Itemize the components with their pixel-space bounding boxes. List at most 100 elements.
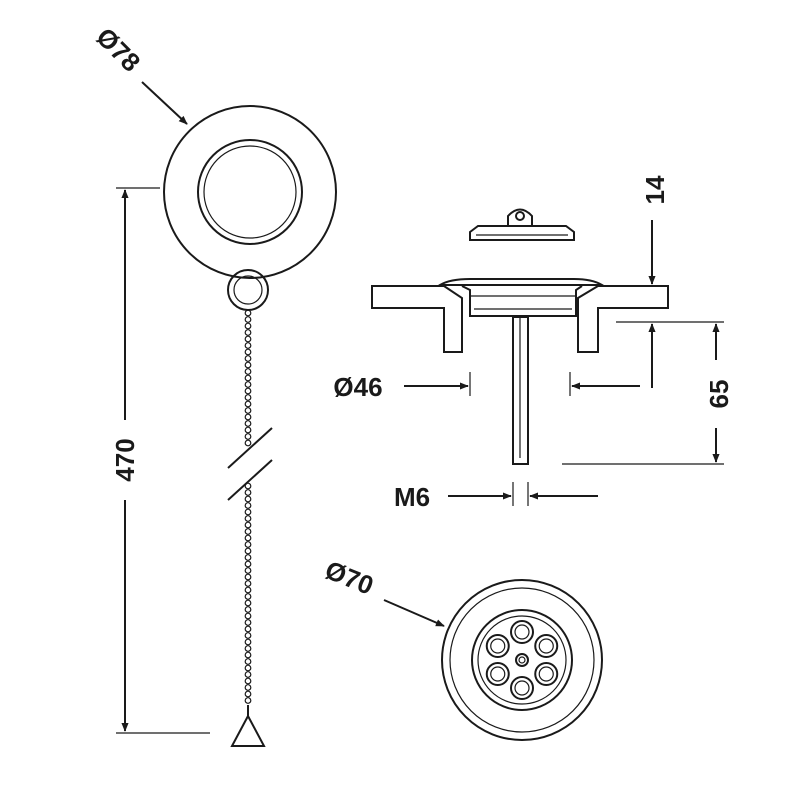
chain-ball	[244, 580, 252, 587]
chain-ring-inner	[233, 275, 263, 305]
grid-hole-inner	[518, 656, 526, 664]
plug-top-view	[163, 105, 337, 311]
chain-ball	[244, 593, 252, 600]
chain-ball	[244, 573, 252, 581]
thread-dimension: M6	[394, 482, 598, 512]
chain-ball	[244, 521, 252, 529]
grid-holes	[485, 620, 559, 700]
grid-hole	[515, 653, 529, 667]
chain-ball	[244, 671, 252, 678]
chain-ball	[244, 420, 252, 427]
chain-ball	[244, 413, 252, 421]
chain-ball	[244, 560, 252, 568]
chain-ball	[244, 658, 252, 665]
chain-ball	[244, 554, 252, 561]
chain-length-dimension: 470	[110, 187, 210, 734]
sink-section	[371, 285, 669, 353]
chain-ball	[244, 381, 252, 388]
chain-ball	[244, 697, 252, 704]
grid-hole-inner	[490, 666, 506, 682]
chain-ball	[244, 541, 252, 548]
plug-inner-ring	[197, 139, 303, 245]
chain-ball	[244, 677, 252, 685]
lid-height-label: 14	[640, 175, 670, 204]
plug-diameter-dimension: Ø78	[90, 22, 188, 125]
chain-ball	[244, 329, 252, 336]
chain-ball	[244, 348, 252, 356]
chain-ball	[244, 433, 252, 440]
chain-ball	[244, 335, 252, 343]
chain-ball	[244, 515, 252, 522]
chain-ball	[244, 482, 252, 490]
chain-ball	[244, 387, 252, 395]
chain-ball	[244, 495, 252, 503]
waste-diameter-label: Ø46	[333, 372, 382, 402]
chain-ball	[244, 355, 252, 362]
chain-ball	[244, 534, 252, 542]
grid-hole	[485, 662, 510, 686]
chain-ball	[244, 612, 252, 620]
chain-ball	[244, 567, 252, 574]
chain-ball	[244, 586, 252, 594]
thread-label: M6	[394, 482, 430, 512]
grid-hole-inner	[538, 638, 554, 654]
grid-hole	[510, 620, 534, 644]
waste-side-section: 14 65 Ø46 M6	[333, 175, 734, 512]
chain-break-symbol	[227, 427, 273, 501]
chain-pull-triangle	[230, 705, 266, 747]
chain-ball	[244, 599, 252, 607]
chain-ball	[244, 400, 252, 408]
chain-ball	[244, 394, 252, 401]
chain-ball	[244, 625, 252, 633]
grid-diameter-dimension: Ø70	[321, 555, 445, 627]
chain-ball	[244, 664, 252, 672]
chain-ball	[244, 374, 252, 382]
chain-ball	[244, 309, 252, 317]
grid-hole	[485, 634, 510, 658]
grid-outer-rim	[441, 579, 603, 741]
waste-height-label: 65	[704, 380, 734, 409]
grid-hole	[510, 676, 534, 700]
grid-hole	[534, 662, 559, 686]
chain-length-label: 470	[110, 438, 140, 481]
grid-inner-ring	[471, 609, 573, 711]
chain-ball	[244, 690, 252, 698]
waste-grid-top-view	[441, 579, 603, 741]
waste-height-dimension: 65	[562, 321, 734, 465]
grid-hole-inner	[538, 666, 554, 682]
chain-ball	[244, 547, 252, 555]
chain-ball	[244, 361, 252, 369]
chain-ball	[244, 684, 252, 691]
lid-height-dimension: 14	[598, 175, 670, 287]
chain-ball	[244, 632, 252, 639]
plug-outer-rim	[163, 105, 337, 279]
grid-hole	[534, 634, 559, 658]
waste-diameter-dimension: Ø46	[333, 372, 640, 402]
chain-ball	[244, 322, 252, 330]
chain-ball	[244, 508, 252, 516]
grid-hole-inner	[514, 624, 530, 640]
ball-chain	[244, 309, 252, 704]
triangle-pull-icon	[230, 713, 266, 747]
chain-ball	[244, 489, 252, 496]
chain-ball	[244, 407, 252, 414]
plug-lid	[469, 208, 575, 241]
chain-ball	[244, 426, 252, 434]
grid-hole-inner	[490, 638, 506, 654]
chain-ball	[244, 645, 252, 652]
chain-ball	[244, 439, 252, 447]
grid-hole-inner	[514, 680, 530, 696]
chain-ball	[244, 606, 252, 613]
grid-diameter-label: Ø70	[321, 555, 378, 601]
chain-ball	[244, 502, 252, 509]
waste-body	[436, 278, 606, 465]
chain-ball	[244, 528, 252, 535]
plug-diameter-label: Ø78	[90, 22, 146, 78]
chain-ball	[244, 316, 252, 323]
plug-inner-face	[203, 145, 297, 239]
chain-ball	[244, 619, 252, 626]
chain-ball	[244, 651, 252, 659]
chain-ball	[244, 638, 252, 646]
